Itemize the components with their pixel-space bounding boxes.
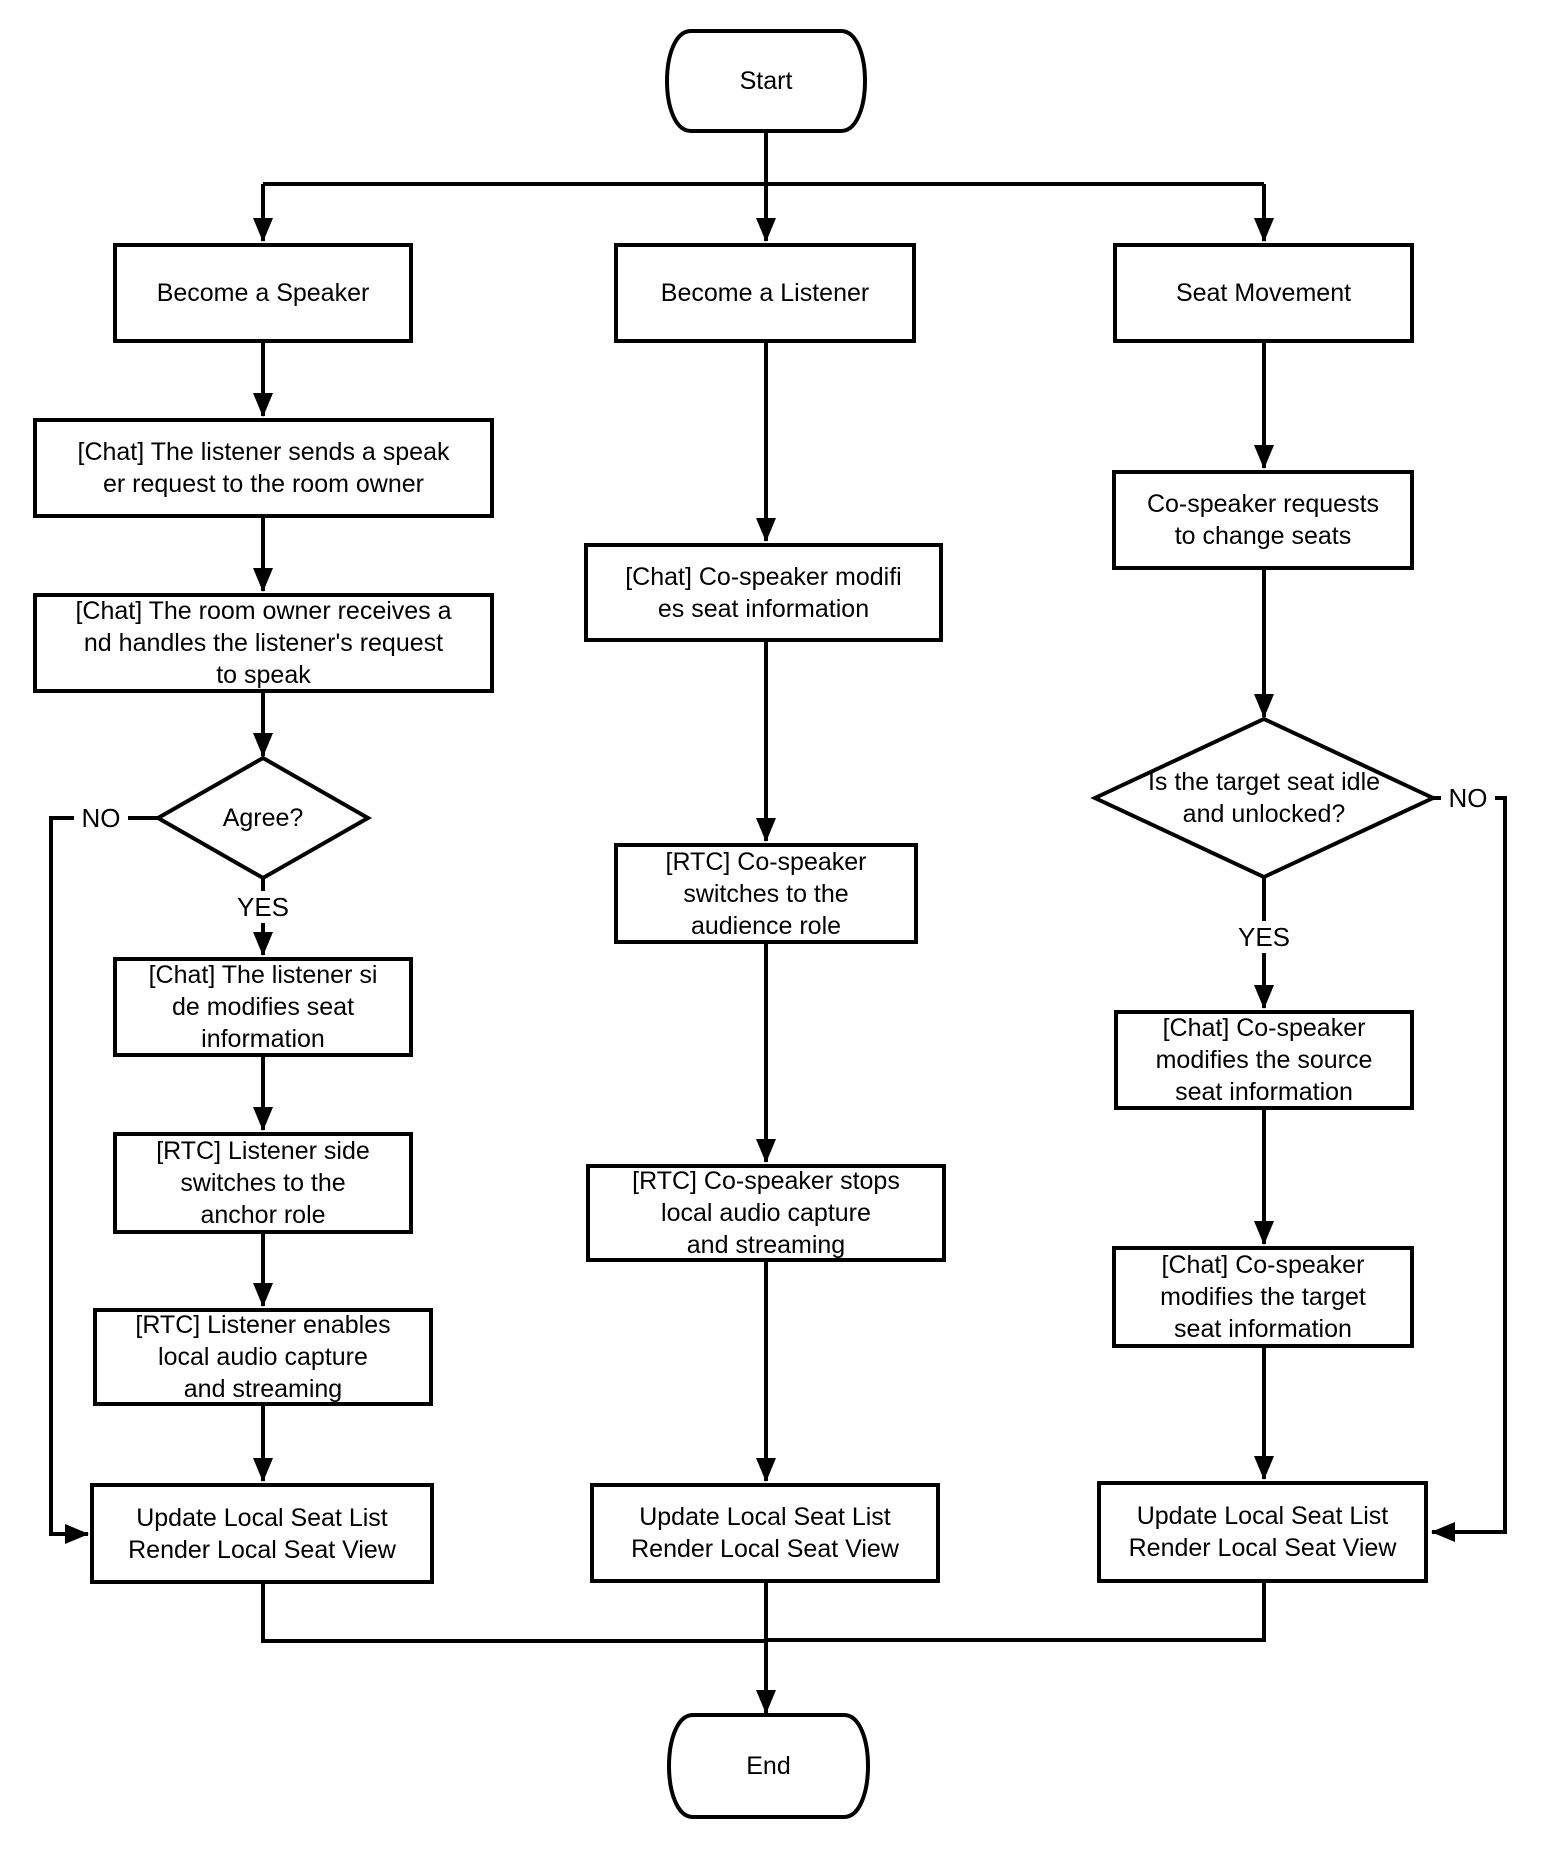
edge-idle-no	[1431, 796, 1507, 1542]
node-cospeaker-modifies-seat: [Chat] Co-speaker modifi es seat informa…	[584, 543, 943, 642]
agree-decision-shape	[153, 755, 373, 881]
label-idle-yes: YES	[1232, 921, 1296, 953]
label-idle-no: NO	[1441, 782, 1495, 814]
node-owner-handles-request: [Chat] The room owner receives a nd hand…	[33, 593, 494, 693]
node-listener-sends-speak-request: [Chat] The listener sends a speak er req…	[33, 418, 494, 518]
node-update-seat-list-speaker: Update Local Seat List Render Local Seat…	[90, 1483, 434, 1584]
decision-agree-label: Agree?	[222, 804, 304, 832]
label-agree-yes: YES	[231, 891, 295, 923]
start-terminator-shape	[665, 29, 867, 133]
node-seat-movement: Seat Movement	[1113, 243, 1414, 343]
decision-idle-label: Is the target seat idle and unlocked?	[1147, 768, 1381, 828]
node-listener-enables-audio: [RTC] Listener enables local audio captu…	[93, 1308, 433, 1406]
node-cospeaker-switches-audience-role: [RTC] Co-speaker switches to the audienc…	[614, 843, 918, 944]
edge-speaker-merge	[261, 1584, 766, 1643]
end-terminator-shape	[667, 1713, 870, 1819]
node-update-seat-list-seat-movement: Update Local Seat List Render Local Seat…	[1097, 1481, 1428, 1583]
edge-start-branch	[263, 131, 1264, 186]
node-cospeaker-stops-audio: [RTC] Co-speaker stops local audio captu…	[586, 1164, 946, 1262]
node-cospeaker-requests-change: Co-speaker requests to change seats	[1112, 470, 1414, 570]
node-cospeaker-modifies-source-seat: [Chat] Co-speaker modifies the source se…	[1114, 1010, 1414, 1110]
edge-seat-merge	[766, 1583, 1266, 1642]
node-become-a-speaker: Become a Speaker	[113, 243, 413, 343]
end-terminator-label: End	[746, 1752, 791, 1780]
node-update-seat-list-listener: Update Local Seat List Render Local Seat…	[590, 1483, 940, 1583]
node-become-a-listener: Become a Listener	[614, 243, 916, 343]
label-agree-no: NO	[74, 802, 128, 834]
idle-decision-shape	[1090, 716, 1438, 880]
node-cospeaker-modifies-target-seat: [Chat] Co-speaker modifies the target se…	[1112, 1246, 1414, 1348]
node-listener-switches-anchor-role: [RTC] Listener side switches to the anch…	[113, 1132, 413, 1234]
node-listener-modifies-seat: [Chat] The listener si de modifies seat …	[113, 957, 413, 1057]
start-terminator-label: Start	[739, 67, 793, 95]
